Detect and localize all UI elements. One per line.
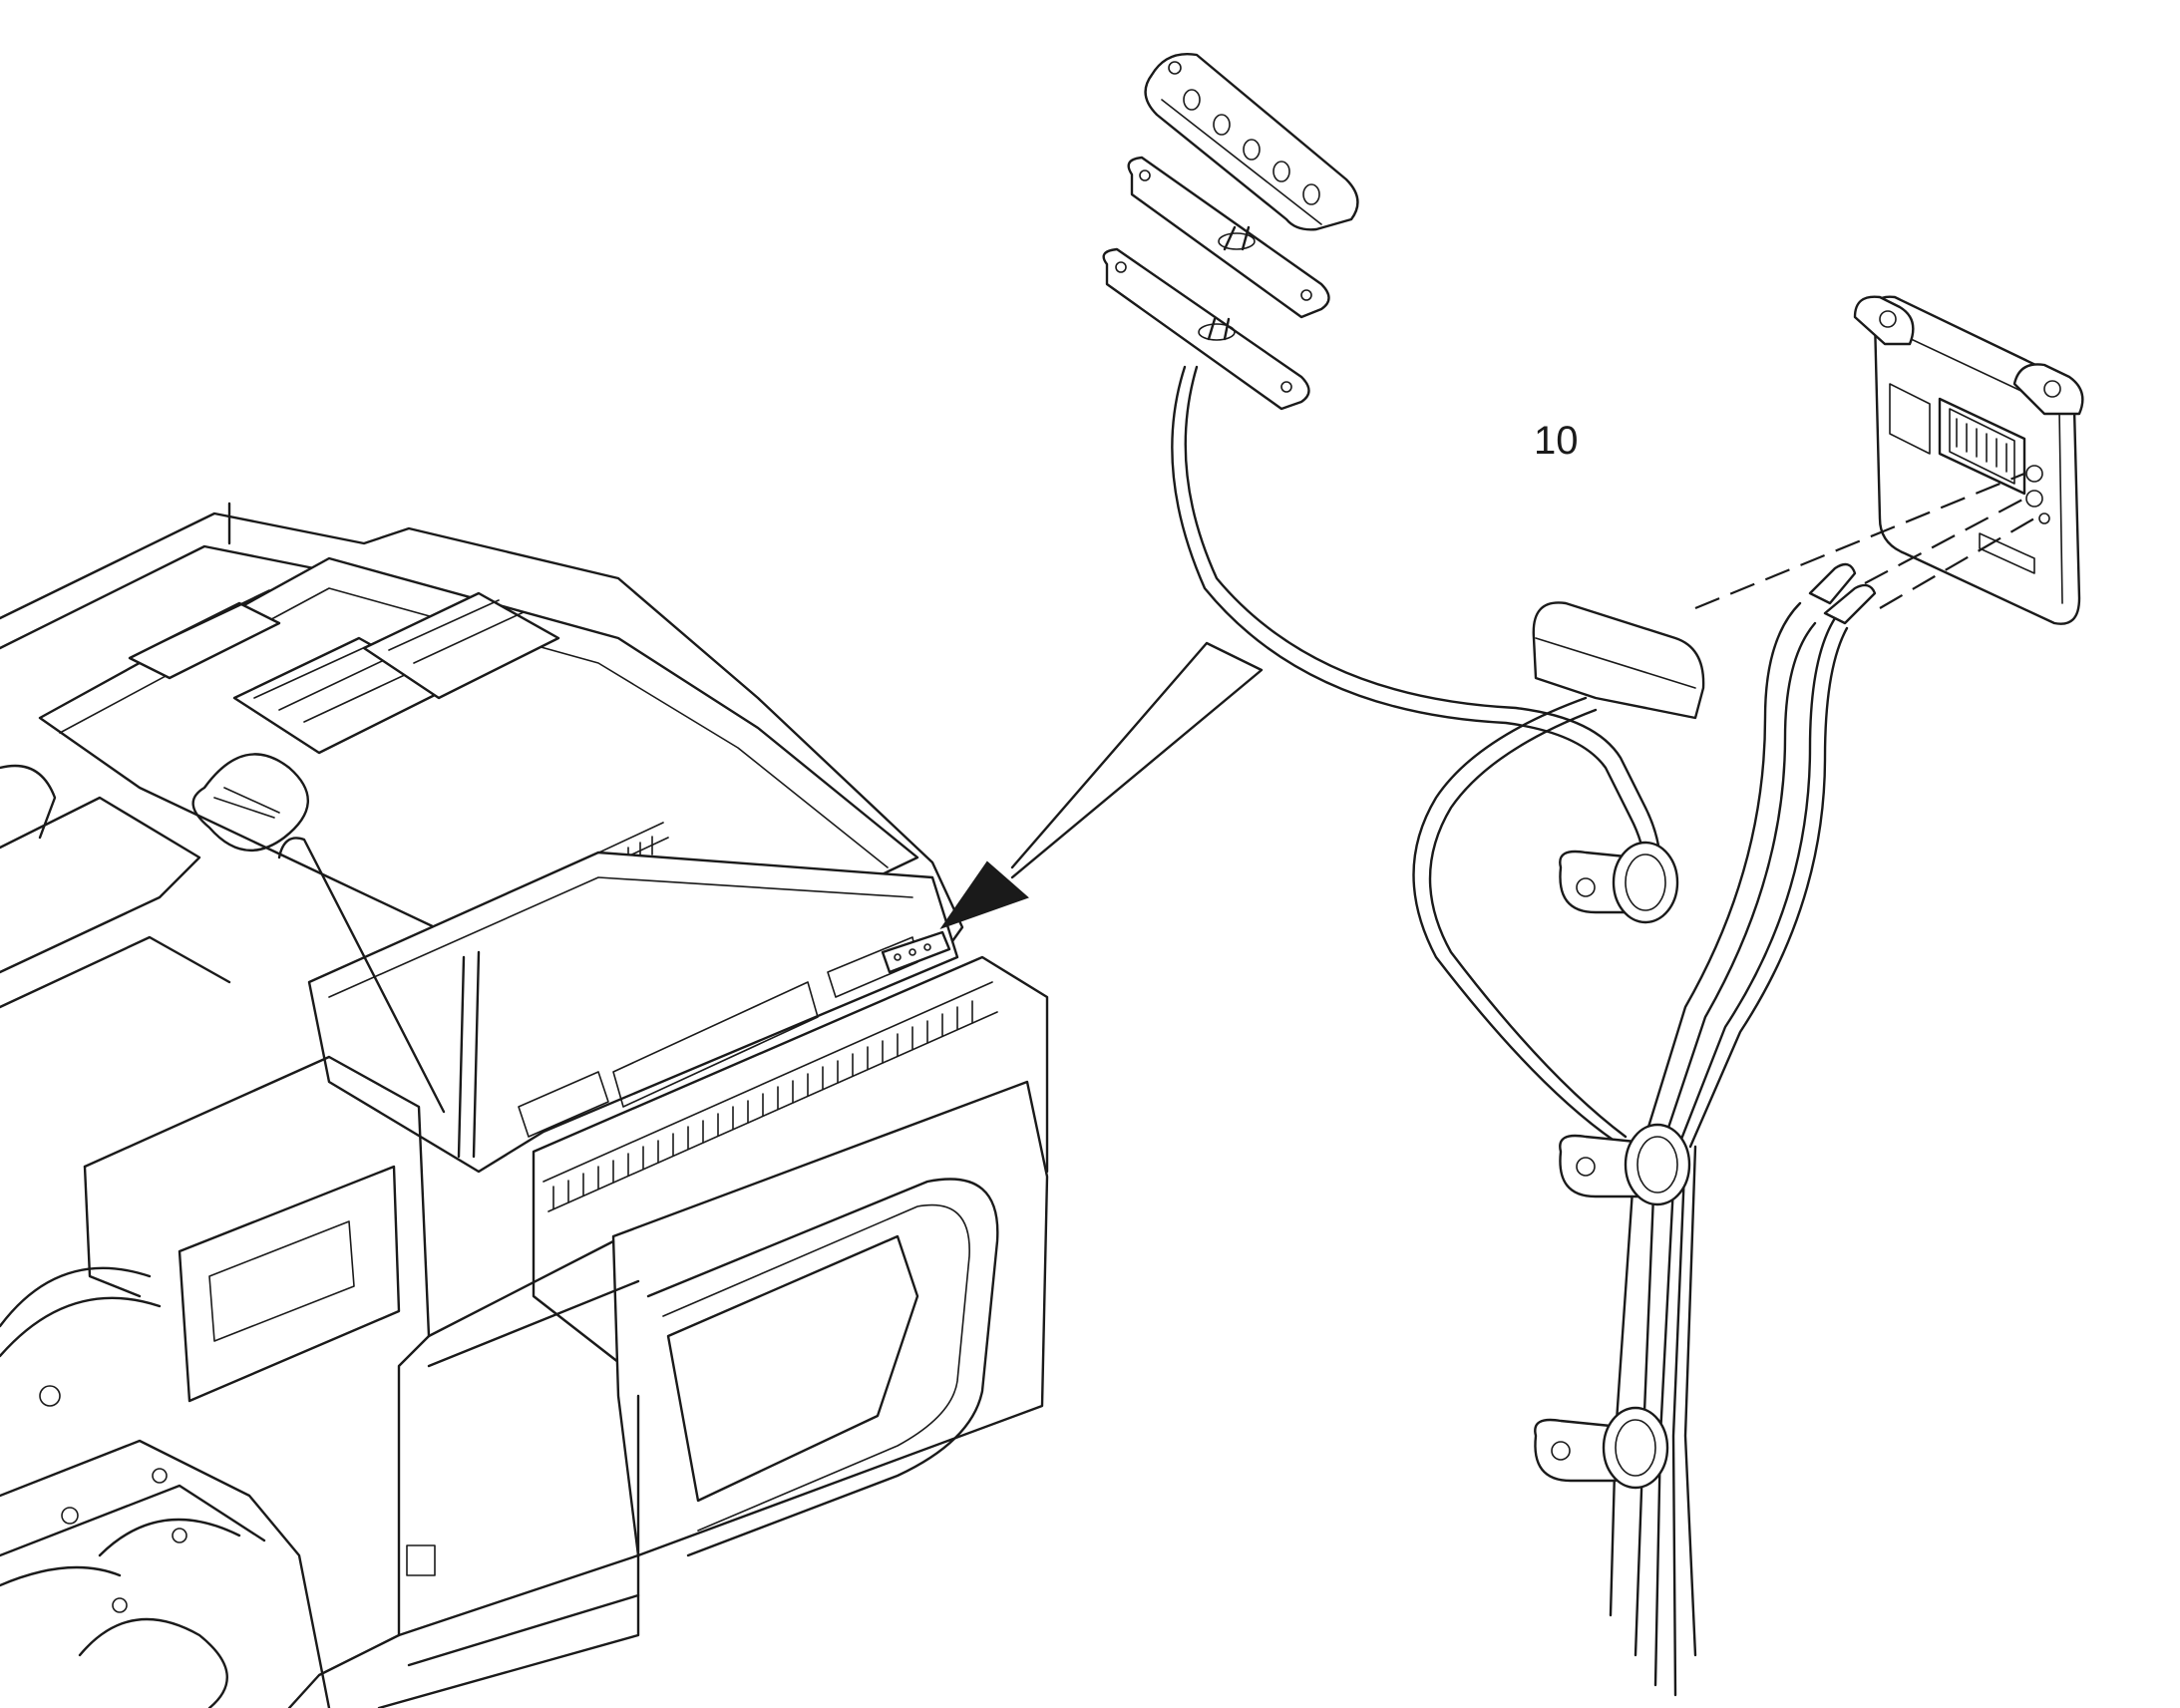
- clamp: [1559, 1123, 1691, 1206]
- machine-body: [0, 502, 1049, 1708]
- antenna-assembly: [1102, 53, 1662, 869]
- clamp: [1534, 1406, 1669, 1490]
- leader-arrow: [939, 641, 1264, 929]
- control-module: [1853, 295, 2084, 625]
- assembly-dashed-lines: [1694, 472, 2035, 610]
- harness-junction: [1412, 562, 1877, 1697]
- clamp: [1559, 841, 1679, 924]
- callout-number: 10: [1534, 419, 1579, 463]
